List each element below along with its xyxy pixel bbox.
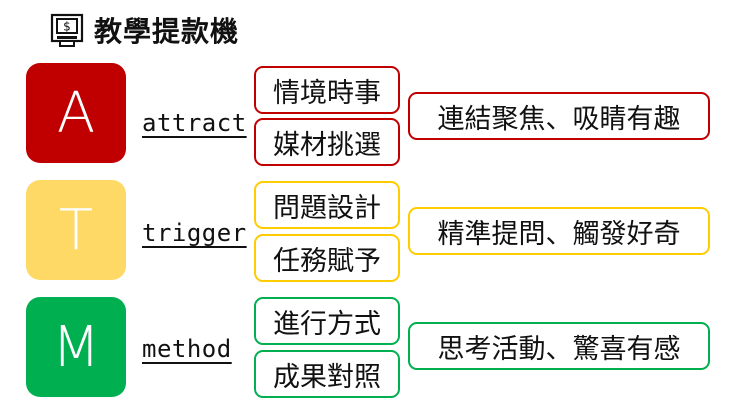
item-box: 問題設計 (254, 181, 400, 229)
letter-a-block: A (26, 63, 126, 163)
svg-text:$: $ (63, 20, 71, 34)
summary-box: 思考活動、驚喜有感 (408, 322, 710, 370)
summary-box: 連結聚焦、吸睛有趣 (408, 92, 710, 140)
title-row: $ 教學提款機 (50, 8, 239, 52)
item-box: 成果對照 (254, 350, 400, 398)
page-title: 教學提款機 (94, 15, 240, 48)
word-attract: attract (142, 109, 247, 137)
summary-box: 精準提問、觸發好奇 (408, 207, 710, 255)
letter-m-block: M (26, 297, 126, 397)
word-method: method (142, 335, 232, 363)
item-box: 進行方式 (254, 297, 400, 345)
atm-icon: $ (50, 13, 84, 47)
word-trigger: trigger (142, 219, 247, 247)
item-box: 任務賦予 (254, 234, 400, 282)
item-box: 媒材挑選 (254, 118, 400, 166)
letter-t-block: T (26, 180, 126, 280)
item-box: 情境時事 (254, 66, 400, 114)
